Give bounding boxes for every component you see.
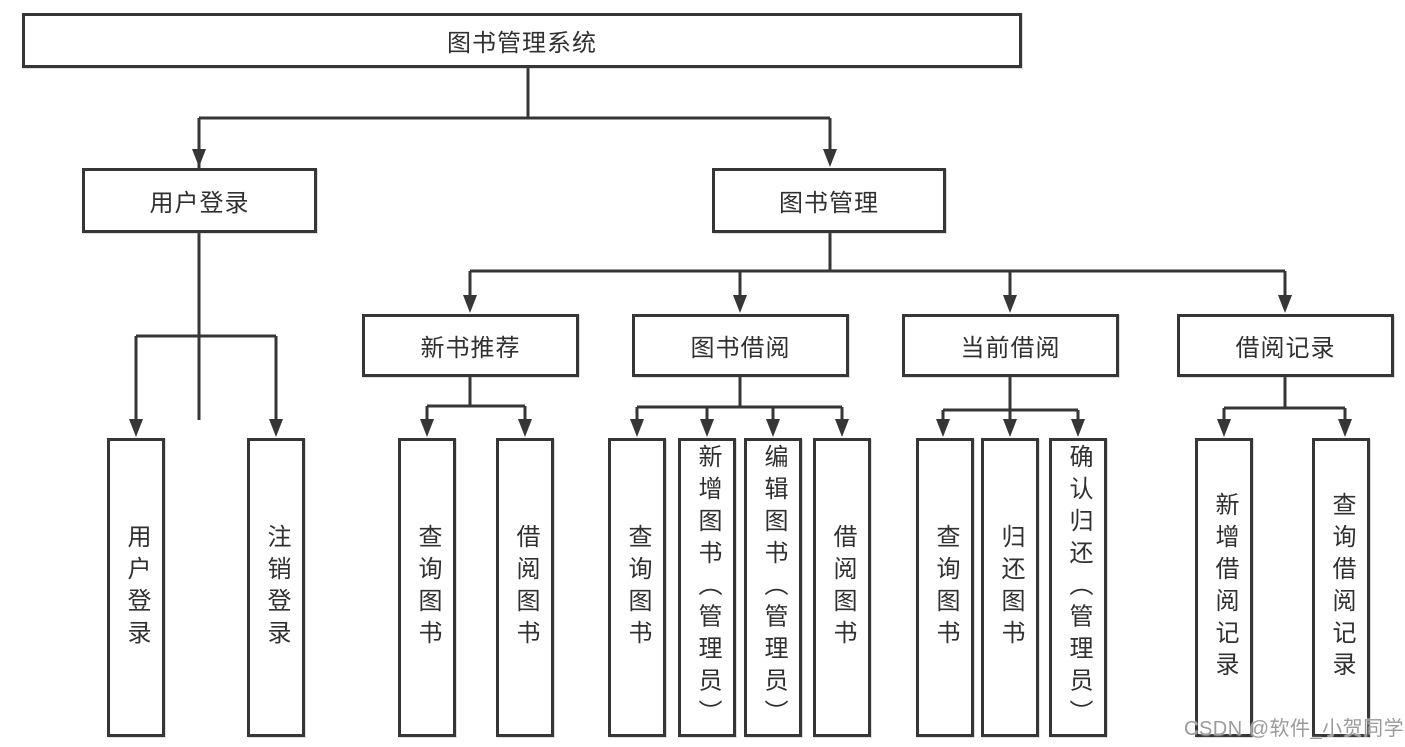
node-book-management-label: 图书管理	[779, 190, 879, 217]
leaf-query-books-newbook-label: 查询图书	[414, 523, 441, 652]
node-user-login-label: 用户登录	[149, 190, 250, 217]
leaf-query-borrow-record: 查询借阅记录	[1312, 438, 1370, 737]
leaf-borrow-books-newbook-label: 借阅图书	[512, 523, 539, 652]
leaf-query-books-borrow: 查询图书	[608, 438, 666, 737]
leaf-query-borrow-record-label: 查询借阅记录	[1328, 491, 1355, 684]
leaf-query-books-current-label: 查询图书	[932, 523, 959, 652]
node-library-system: 图书管理系统	[22, 13, 1022, 68]
node-borrowing-records-label: 借阅记录	[1235, 335, 1336, 362]
leaf-user-login: 用户登录	[107, 438, 165, 737]
node-current-borrowing: 当前借阅	[902, 314, 1119, 377]
leaf-confirm-return-admin: 确认归还（管理员）	[1049, 438, 1107, 737]
node-user-login: 用户登录	[82, 168, 317, 233]
leaf-edit-books-admin: 编辑图书（管理员）	[744, 438, 802, 737]
leaf-edit-books-admin-label: 编辑图书（管理员）	[760, 443, 787, 732]
node-book-borrowing: 图书借阅	[632, 314, 849, 377]
leaf-confirm-return-admin-label: 确认归还（管理员）	[1065, 443, 1092, 732]
leaf-add-borrow-record: 新增借阅记录	[1195, 438, 1253, 737]
node-book-borrowing-label: 图书借阅	[690, 335, 791, 362]
leaf-return-books: 归还图书	[981, 438, 1039, 737]
leaf-borrow-books-newbook: 借阅图书	[496, 438, 554, 737]
leaf-add-books-admin-label: 新增图书（管理员）	[694, 443, 721, 732]
leaf-return-books-label: 归还图书	[997, 523, 1024, 652]
leaf-add-books-admin: 新增图书（管理员）	[678, 438, 736, 737]
node-new-book-recommend: 新书推荐	[362, 314, 579, 377]
node-current-borrowing-label: 当前借阅	[960, 335, 1061, 362]
leaf-borrow-books: 借阅图书	[813, 438, 871, 737]
leaf-query-books-newbook: 查询图书	[398, 438, 456, 737]
node-library-system-label: 图书管理系统	[447, 30, 597, 57]
leaf-add-borrow-record-label: 新增借阅记录	[1211, 491, 1238, 684]
leaf-logout-label: 注销登录	[263, 523, 290, 652]
arrowheads	[129, 149, 1352, 437]
leaf-query-books-current: 查询图书	[916, 438, 974, 737]
leaf-query-books-borrow-label: 查询图书	[624, 523, 651, 652]
node-new-book-recommend-label: 新书推荐	[420, 335, 521, 362]
node-book-management: 图书管理	[712, 168, 946, 233]
leaf-logout: 注销登录	[247, 438, 305, 737]
leaf-borrow-books-label: 借阅图书	[829, 523, 856, 652]
leaf-user-login-label: 用户登录	[123, 523, 150, 652]
csdn-watermark: CSDN @软件_小贺同学	[1184, 718, 1405, 740]
node-borrowing-records: 借阅记录	[1177, 314, 1394, 377]
